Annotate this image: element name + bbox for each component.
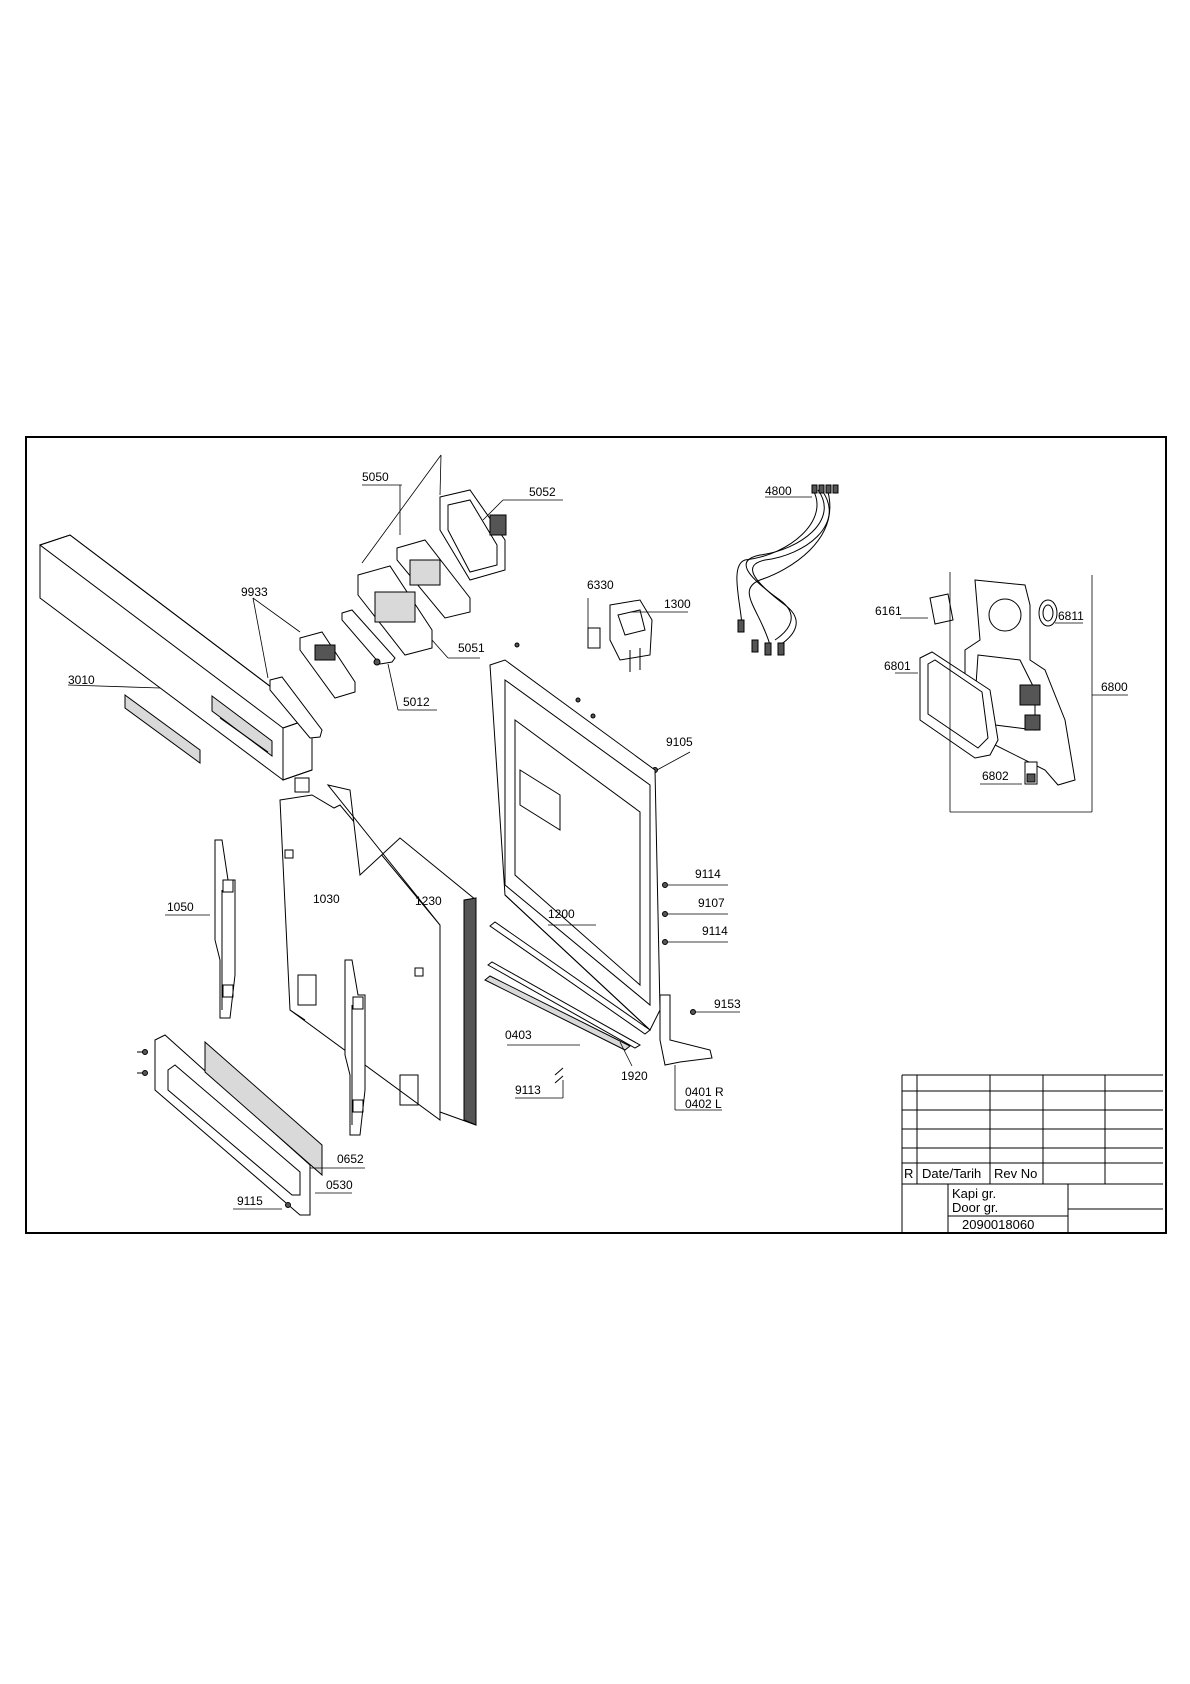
label-5012: 5012: [403, 695, 430, 709]
label-1300: 1300: [664, 597, 691, 611]
drawing-part-number: 2090018060: [962, 1217, 1034, 1232]
rev-header-date: Date/Tarih: [922, 1166, 981, 1181]
label-9114-upper: 9114: [695, 867, 721, 881]
panel-1230: [326, 784, 477, 1126]
label-1030: 1030: [313, 892, 340, 906]
label-3010: 3010: [68, 673, 95, 687]
label-0401: 0401 R: [685, 1085, 724, 1099]
label-9107: 9107: [698, 896, 725, 910]
label-1200: 1200: [548, 907, 575, 921]
label-6801: 6801: [884, 659, 911, 673]
display-board-9933: [252, 597, 437, 739]
part-labels: 5050 5052 4800 9933 6330 1300 6161 6811 …: [68, 470, 1128, 1208]
label-9153: 9153: [714, 997, 741, 1011]
label-0652: 0652: [337, 1152, 364, 1166]
label-1230: 1230: [415, 894, 442, 908]
label-6800: 6800: [1101, 680, 1128, 694]
label-6330: 6330: [587, 578, 614, 592]
control-panel-3010: [38, 534, 314, 793]
label-1050: 1050: [167, 900, 194, 914]
label-5051: 5051: [458, 641, 485, 655]
rev-header-rev-no: Rev No: [994, 1166, 1037, 1181]
label-1920: 1920: [621, 1069, 648, 1083]
cable-harness-4800: [736, 484, 839, 656]
kick-plate-0530: [154, 1034, 365, 1216]
title-block: R Date/Tarih Rev No Kapi gr. Door gr. 20…: [901, 1074, 1163, 1233]
label-9114-lower: 9114: [702, 924, 728, 938]
part-1300: [609, 599, 688, 672]
label-6161: 6161: [875, 604, 902, 618]
part-6330: [587, 598, 601, 649]
drawing-name-en: Door gr.: [952, 1200, 998, 1215]
rev-header-r: R: [904, 1166, 913, 1181]
screws: [137, 642, 740, 1210]
label-6811: 6811: [1058, 609, 1084, 623]
label-0530: 0530: [326, 1178, 353, 1192]
label-9113: 9113: [515, 1083, 541, 1097]
hinge-bracket-0401: [659, 994, 722, 1111]
label-9105: 9105: [666, 735, 693, 749]
label-0403: 0403: [505, 1028, 532, 1042]
hinge-1050: [165, 839, 236, 1019]
label-5050: 5050: [362, 470, 389, 484]
control-module-5050: [357, 454, 563, 659]
hinge-right: [344, 959, 366, 1136]
label-9933: 9933: [241, 585, 268, 599]
outer-door-1200: [489, 659, 661, 1031]
label-9115: 9115: [237, 1194, 263, 1208]
inner-panel-1030: [279, 794, 441, 1121]
label-4800: 4800: [765, 484, 792, 498]
drawing-name-tr: Kapi gr.: [952, 1186, 996, 1201]
label-5052: 5052: [529, 485, 556, 499]
label-6802: 6802: [982, 769, 1009, 783]
dispenser-6800: [895, 572, 1128, 813]
label-0402: 0402 L: [685, 1097, 722, 1111]
strips-0403-1920: [484, 921, 651, 1067]
drawing-frame: [25, 436, 1167, 1234]
